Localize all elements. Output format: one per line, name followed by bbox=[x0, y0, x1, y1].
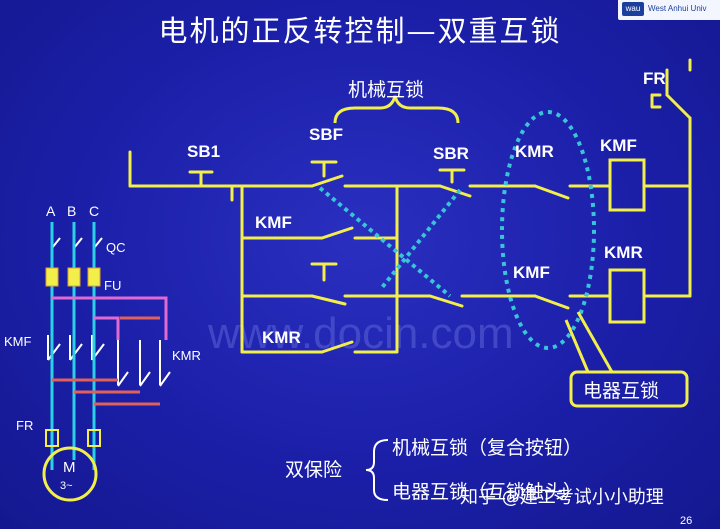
kmr-interlock-contact bbox=[533, 184, 570, 200]
motor-symbol-icon bbox=[42, 446, 98, 502]
phase-b-label: B bbox=[67, 203, 76, 219]
motor-phase-label: 3~ bbox=[60, 480, 73, 492]
fr-nc-contact bbox=[665, 93, 692, 120]
label-kmr-contact: KMR bbox=[515, 142, 554, 161]
label-kmr-hold: KMR bbox=[262, 328, 301, 347]
protection-item-electrical: 电器互锁（互锁触头） bbox=[392, 481, 582, 503]
kmf-coil bbox=[608, 158, 646, 212]
electrical-interlock-box bbox=[569, 370, 689, 408]
label-sbf: SBF bbox=[309, 125, 343, 144]
sbf-contact bbox=[310, 174, 344, 188]
sbf-nc-contact bbox=[310, 294, 347, 306]
fu-label: FU bbox=[104, 278, 121, 293]
watermark: www.docin.com bbox=[207, 309, 514, 358]
electrical-interlock-ellipse bbox=[500, 110, 596, 350]
logo-text: West Anhui Univ bbox=[648, 4, 707, 13]
kmf-interlock-contact bbox=[533, 294, 570, 310]
label-kmf-coil: KMF bbox=[600, 136, 637, 155]
sbr-no-contact bbox=[428, 294, 464, 308]
electrical-interlock-pointer bbox=[564, 311, 614, 373]
kmf-main-label: KMF bbox=[4, 334, 32, 349]
university-logo: wau West Anhui Univ bbox=[618, 0, 720, 20]
label-kmf-contact: KMF bbox=[513, 263, 550, 282]
kmf-hold-contact bbox=[320, 226, 354, 240]
mechanical-interlock-cross bbox=[318, 186, 462, 298]
qc-label: QC bbox=[106, 240, 126, 255]
slide-title: 电机的正反转控制—双重互锁 bbox=[158, 14, 562, 48]
label-sbr: SBR bbox=[433, 144, 469, 163]
fr-main-label: FR bbox=[16, 418, 33, 433]
zhihu-brand-overlay: 知乎 @建工考试小小助理 bbox=[460, 487, 664, 508]
mechanical-interlock-brace bbox=[333, 95, 460, 124]
label-sb1: SB1 bbox=[187, 142, 220, 161]
kmr-main-label: KMR bbox=[172, 348, 201, 363]
protection-brace bbox=[365, 439, 389, 501]
label-fr-top: FR bbox=[643, 69, 666, 88]
label-kmr-coil: KMR bbox=[604, 243, 643, 262]
motor-m-label: M bbox=[63, 459, 76, 476]
kmr-hold-contact bbox=[320, 340, 354, 354]
label-electrical-interlock: 电器互锁 bbox=[583, 380, 659, 402]
main-power-circuit: M 3~ A B C QC FU KMF KMR FR bbox=[4, 203, 201, 502]
sbr-nc-contact bbox=[438, 184, 472, 198]
protection-heading: 双保险 bbox=[285, 459, 342, 481]
kmr-coil bbox=[608, 268, 646, 324]
logo-emblem-icon: wau bbox=[622, 2, 644, 16]
phase-c-label: C bbox=[89, 203, 99, 219]
protection-item-mechanical: 机械互锁（复合按钮） bbox=[392, 437, 582, 459]
page-number: 26 bbox=[680, 515, 692, 527]
label-kmf-hold: KMF bbox=[255, 213, 292, 232]
phase-a-label: A bbox=[46, 203, 56, 219]
label-mechanical-interlock: 机械互锁 bbox=[348, 79, 424, 101]
control-wiring bbox=[128, 58, 692, 354]
